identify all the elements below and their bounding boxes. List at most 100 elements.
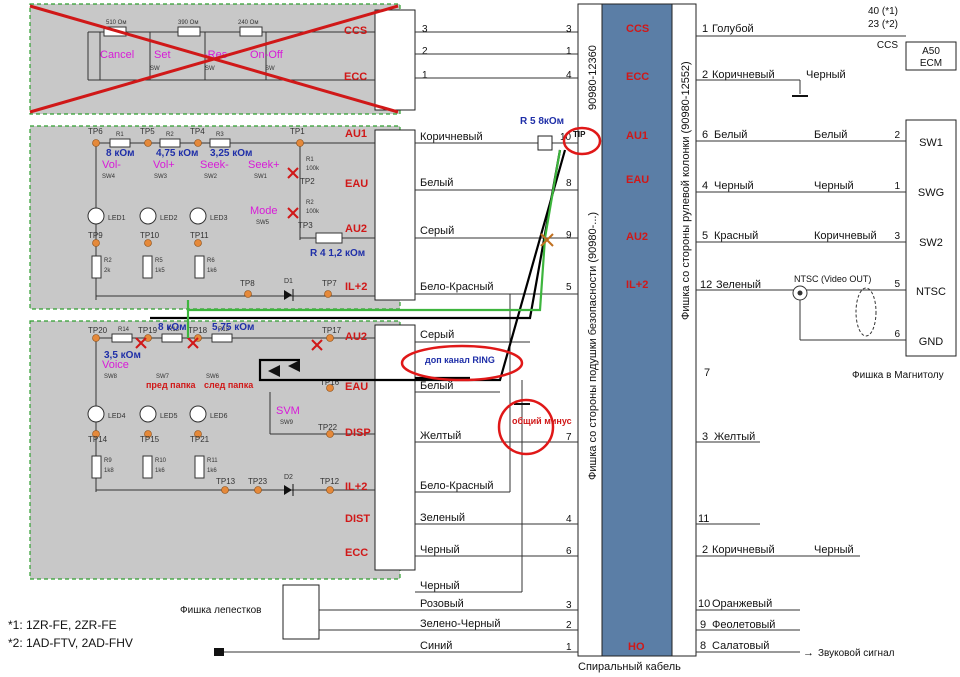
airbag-pin: 8 — [566, 178, 572, 189]
resistor-id: R14 — [118, 327, 130, 333]
wire-color: Зелено-Черный — [420, 618, 500, 630]
extra-switch-panel — [30, 321, 400, 579]
led-label: LED4 — [108, 413, 126, 420]
extra-wire-color: Коричневый — [814, 230, 877, 242]
airbag-pin: 4 — [566, 70, 572, 81]
svm-label: SVM — [276, 405, 300, 417]
airbag-side-label: Фишка со стороны подушки безопасности (9… — [587, 212, 599, 480]
black-mod-wire-3 — [258, 149, 567, 382]
switch-id: SW — [265, 66, 275, 72]
airbag-pin: 9 — [566, 230, 572, 241]
resistor-value: 8 кОм — [158, 322, 187, 333]
resistor-value: 8 кОм — [106, 148, 135, 159]
resistor-value: 3,25 кОм — [210, 148, 252, 159]
testpoint-label: TP10 — [140, 231, 160, 240]
wire-color: Желтый — [420, 430, 461, 442]
column-wire-color: Коричневый — [712, 69, 775, 81]
wire-color: Коричневый — [420, 131, 483, 143]
bottom-connector — [374, 324, 416, 571]
wire-color: Черный — [420, 544, 460, 556]
testpoint-label: TP20 — [88, 326, 108, 335]
seek-plus-label: Seek+ — [248, 159, 280, 171]
switch-id: SW4 — [102, 174, 116, 180]
led-label: LED6 — [210, 413, 228, 420]
switch-id: SW5 — [256, 220, 270, 226]
airbag-pin: 6 — [566, 546, 572, 557]
connector-pin: 1 — [422, 70, 428, 81]
airbag-pin: 1 — [566, 46, 572, 57]
connector-pin: 3 — [422, 24, 428, 35]
testpoint-label: TP23 — [248, 477, 268, 486]
switch-id: SW3 — [154, 174, 168, 180]
column-pin: 6 — [702, 129, 708, 141]
petal-label: Фишка лепестков — [180, 605, 261, 616]
radio-pin: NTSC — [916, 286, 946, 298]
radio-pin-number: 3 — [894, 231, 900, 242]
wire-color: Белый — [420, 380, 453, 392]
resistor-id: R1 — [116, 132, 124, 138]
testpoint-label: TP12 — [320, 477, 340, 486]
resistor-id: R13 — [168, 327, 180, 333]
cable-label: Спиральный кабель — [578, 661, 681, 673]
resistor-value: 1k6 — [207, 268, 217, 274]
seek-minus-label: Seek- — [200, 159, 229, 171]
testpoint-label: TP19 — [138, 326, 158, 335]
ring-highlight — [400, 344, 524, 382]
extra-wire-color: Белый — [814, 129, 847, 141]
resistor-id: R2 — [306, 200, 314, 206]
testpoint-label: TP6 — [88, 127, 103, 136]
petal-connector — [282, 584, 320, 640]
wire-color: Серый — [420, 225, 454, 237]
ecm-type: ECM — [920, 58, 942, 69]
r5-label: R 5 8кОм — [520, 116, 564, 127]
mode-label: Mode — [250, 205, 278, 217]
mid-circuit — [87, 138, 375, 301]
diode-label: D1 — [284, 278, 293, 285]
resistor-value: 4,75 кОм — [156, 148, 198, 159]
ecm-signal: CCS — [877, 40, 898, 51]
switch-id: SW2 — [204, 174, 218, 180]
column-pin: 2 — [702, 544, 708, 556]
testpoint-label: TP2 — [300, 177, 315, 186]
column-wire-color: Салатовый — [712, 640, 769, 652]
footnote: *1: 1ZR-FE, 2ZR-FE — [8, 618, 117, 632]
spiral-cable — [601, 3, 673, 657]
resistor-value: 1k5 — [155, 268, 165, 274]
vol-minus-label: Vol- — [102, 159, 121, 171]
radio-pin: SWG — [918, 187, 944, 199]
column-wire-color: Феолетовый — [712, 619, 775, 631]
column-pin: 10 — [698, 598, 710, 610]
pin-eau-bottom: EAU — [345, 381, 368, 393]
mid-connector — [374, 129, 416, 301]
arrow-right-icon: → — [803, 647, 814, 659]
radio-pin-number: 6 — [894, 329, 900, 340]
disabled-cross — [29, 4, 399, 114]
footnote: *2: 1AD-FTV, 2AD-FHV — [8, 636, 133, 650]
radio-pin: GND — [919, 336, 944, 348]
airbag-pin: 3 — [566, 600, 572, 611]
testpoint-label: TP18 — [188, 326, 208, 335]
set-label: Set — [154, 49, 171, 61]
voice-label: Voice — [102, 359, 129, 371]
column-pin: 1 — [702, 23, 708, 35]
testpoint-label: TP5 — [140, 127, 155, 136]
column-wire-color: Желтый — [714, 431, 755, 443]
radio-connector-label: Фишка в Магнитолу — [852, 370, 944, 381]
radio-pin-number: 5 — [894, 279, 900, 290]
airbag-connector-code: 90980-12360 — [587, 45, 599, 110]
pin-ccs-top: CCS — [344, 25, 367, 37]
led-label: LED3 — [210, 215, 228, 222]
column-pin: 12 — [700, 279, 712, 291]
airbag-pin: 4 — [566, 514, 572, 525]
wire-color: Белый — [420, 177, 453, 189]
cable-pin: ECC — [626, 71, 649, 83]
pin-au2: AU2 — [345, 223, 367, 235]
testpoint-label: TP21 — [190, 435, 210, 444]
column-pin: 8 — [700, 640, 706, 652]
resistor-value: 390 Ом — [178, 20, 198, 26]
column-pin: 5 — [702, 230, 708, 242]
wire-color: Розовый — [420, 598, 464, 610]
switch-id: SW6 — [206, 374, 220, 380]
pin-au1: AU1 — [345, 128, 367, 140]
